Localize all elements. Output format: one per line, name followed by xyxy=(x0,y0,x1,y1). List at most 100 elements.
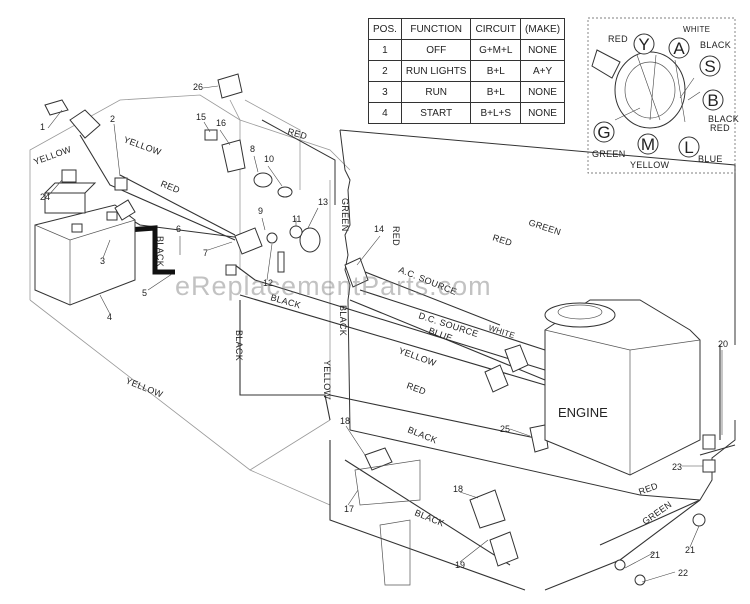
table-cell: 1 xyxy=(368,39,402,61)
part-number-13: 13 xyxy=(318,197,328,207)
wire-runs xyxy=(79,134,736,591)
table-cell: A+Y xyxy=(520,60,566,82)
wire-label-16: YELLOW xyxy=(397,345,438,368)
table-cell: 4 xyxy=(368,102,402,124)
part-number-20: 20 xyxy=(718,339,728,349)
part-number-2: 2 xyxy=(110,114,115,124)
wire-label-21: BLACK xyxy=(413,508,446,529)
switch-color-red: RED xyxy=(608,34,628,44)
table-cell: NONE xyxy=(520,39,566,61)
table-header-function: FUNCTION xyxy=(400,18,472,40)
table-cell: G+M+L xyxy=(470,39,522,61)
part-number-1: 1 xyxy=(40,122,45,132)
table-cell: RUN xyxy=(400,81,472,103)
part-number-16: 16 xyxy=(216,118,226,128)
table-cell: NONE xyxy=(520,102,566,124)
terminal-M: M xyxy=(641,135,655,154)
switch-color-black: BLACK xyxy=(700,40,731,50)
switch-color-red-2: RED xyxy=(710,123,730,133)
wire-label-11: BLACK xyxy=(338,305,348,336)
wire-label-22: RED xyxy=(637,481,659,497)
terminal-G: G xyxy=(597,123,610,142)
switch-color-yellow: YELLOW xyxy=(630,160,670,170)
table-cell: START xyxy=(400,102,472,124)
part-number-8: 8 xyxy=(250,144,255,154)
part-number-18b: 18 xyxy=(453,484,463,494)
wire-label-14: WHITE xyxy=(487,323,516,340)
part-number-25: 25 xyxy=(500,424,510,434)
switch-position-table: POS. FUNCTION CIRCUIT (MAKE) 1 OFF G+M+L… xyxy=(368,18,566,124)
part-number-10: 10 xyxy=(264,154,274,164)
part-number-12: 12 xyxy=(263,278,273,288)
part-number-11: 11 xyxy=(292,214,301,224)
switch-terminals: Y A S B L M G xyxy=(593,33,724,158)
switch-color-labels: RED WHITE BLACK BLACK RED BLUE YELLOW GR… xyxy=(592,25,739,170)
part-number-17: 17 xyxy=(344,504,354,514)
engine xyxy=(544,299,701,476)
switch-color-white: WHITE xyxy=(683,25,710,34)
wire-label-19: YELLOW xyxy=(124,376,164,400)
switch-color-black-2: BLACK xyxy=(708,114,739,124)
part-numbers: 1 2 3 4 5 6 7 8 9 10 11 12 13 14 15 16 1… xyxy=(40,82,728,578)
switch-color-blue: BLUE xyxy=(698,154,723,164)
part-number-18: 18 xyxy=(340,416,350,426)
table-cell: B+L+S xyxy=(470,102,522,124)
terminal-L: L xyxy=(684,138,693,157)
wire-label-8: RED xyxy=(491,232,513,248)
wire-label-3: RED xyxy=(159,179,181,196)
wire-label-17: RED xyxy=(405,380,427,396)
table-row: 1 OFF G+M+L NONE xyxy=(368,39,566,61)
terminal-A: A xyxy=(673,39,685,58)
table-cell: OFF xyxy=(400,39,472,61)
wire-label-6: GREEN xyxy=(340,198,350,232)
wire-label-23: GREEN xyxy=(640,499,673,526)
wire-label-20: YELLOW xyxy=(322,360,332,400)
part-number-7: 7 xyxy=(203,248,208,258)
components xyxy=(44,73,716,586)
engine-label: ENGINE xyxy=(558,405,608,420)
part-number-6: 6 xyxy=(176,224,181,234)
part-number-9: 9 xyxy=(258,206,263,216)
table-header-make: (MAKE) xyxy=(520,18,566,40)
wire-label-2: YELLOW xyxy=(122,134,163,157)
table-header-circuit: CIRCUIT xyxy=(470,18,522,40)
leader-lines xyxy=(47,85,723,583)
part-number-24: 24 xyxy=(40,192,50,202)
part-number-26: 26 xyxy=(193,82,203,92)
table-row: 3 RUN B+L NONE xyxy=(368,81,566,103)
table-header-pos: POS. xyxy=(368,18,402,40)
wire-label-12: A.C. SOURCE xyxy=(397,265,458,297)
chassis-outline xyxy=(29,94,351,506)
terminal-B: B xyxy=(707,91,718,110)
table-cell: B+L xyxy=(470,81,522,103)
part-number-21: 21 xyxy=(685,545,695,555)
table-cell: 2 xyxy=(368,60,402,82)
part-number-4: 4 xyxy=(107,312,112,322)
table-header-row: POS. FUNCTION CIRCUIT (MAKE) xyxy=(368,18,566,40)
part-number-22: 22 xyxy=(678,568,688,578)
part-number-5: 5 xyxy=(142,288,147,298)
part-number-15: 15 xyxy=(196,112,206,122)
wire-label-10: BLACK xyxy=(234,330,244,361)
wire-label-18: BLACK xyxy=(406,425,439,446)
table-row: 2 RUN LIGHTS B+L A+Y xyxy=(368,60,566,82)
part-number-3: 3 xyxy=(100,256,105,266)
battery xyxy=(34,182,136,306)
part-number-14: 14 xyxy=(374,224,384,234)
part-number-23: 23 xyxy=(672,462,682,472)
part-number-21b: 21 xyxy=(650,550,660,560)
wire-label-1: YELLOW xyxy=(32,144,73,167)
table-cell: 3 xyxy=(368,81,402,103)
table-cell: B+L xyxy=(470,60,522,82)
wire-label-7: GREEN xyxy=(527,217,562,237)
table-cell: RUN LIGHTS xyxy=(400,60,472,82)
terminal-S: S xyxy=(704,57,715,76)
wire-label-4: BLACK xyxy=(155,236,165,267)
wire-label-9: RED xyxy=(391,226,401,246)
switch-color-green: GREEN xyxy=(592,149,626,159)
table-row: 4 START B+L+S NONE xyxy=(368,102,566,124)
terminal-Y: Y xyxy=(638,35,649,54)
battery-cable xyxy=(127,225,175,275)
wire-label-24: BLACK xyxy=(269,292,302,310)
